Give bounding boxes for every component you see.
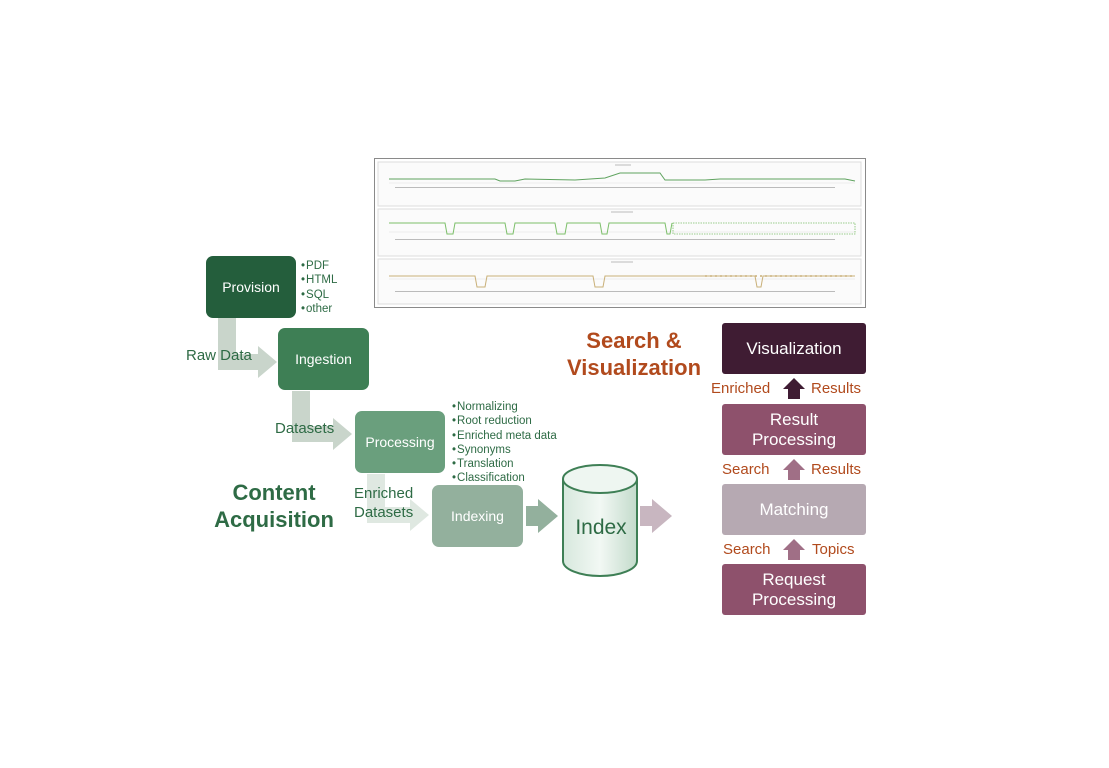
- search-label-mid: Search: [722, 461, 770, 478]
- provision-label: Provision: [222, 278, 280, 295]
- request-processing-box: Request Processing: [722, 564, 866, 615]
- arrow-up-search-topics: [783, 539, 805, 560]
- arrow-datasets: [292, 391, 352, 450]
- format-item: HTML: [301, 273, 337, 287]
- format-item: other: [301, 302, 337, 316]
- arrow-indexing-to-index: [526, 499, 558, 533]
- result-processing-line-2: Processing: [751, 429, 837, 449]
- processing-step: Normalizing: [452, 400, 557, 414]
- enriched-datasets-label: Enriched Datasets: [354, 484, 413, 522]
- visualization-label: Visualization: [746, 338, 842, 358]
- indexing-label: Indexing: [451, 507, 504, 524]
- format-list: PDF HTML SQL other: [301, 259, 337, 316]
- result-processing-box: Result Processing: [722, 404, 866, 455]
- result-processing-line-1: Result: [769, 409, 819, 429]
- datasets-label: Datasets: [275, 420, 335, 437]
- raw-data-label: Raw Data: [186, 347, 252, 364]
- timeseries-screenshot: [374, 158, 866, 308]
- ingestion-box: Ingestion: [278, 328, 369, 390]
- matching-box: Matching: [722, 484, 866, 535]
- enriched-datasets-line-1: Enriched: [354, 485, 414, 502]
- matching-label: Matching: [759, 499, 829, 519]
- search-visualization-line-2: Visualization: [566, 355, 702, 380]
- enriched-label: Enriched: [711, 380, 771, 397]
- results-label-top: Results: [811, 380, 862, 397]
- arrow-up-search-results: [783, 459, 805, 480]
- processing-step: Translation: [452, 457, 557, 471]
- ingestion-label: Ingestion: [295, 350, 352, 367]
- visualization-box: Visualization: [722, 323, 866, 374]
- format-item: SQL: [301, 288, 337, 302]
- processing-box: Processing: [355, 411, 445, 473]
- processing-step: Enriched meta data: [452, 429, 557, 443]
- request-processing-line-2: Processing: [751, 589, 837, 609]
- content-acquisition-line-2: Acquisition: [214, 507, 334, 532]
- topics-label: Topics: [812, 541, 855, 558]
- arrow-index-to-search: [640, 499, 672, 533]
- arrow-raw-data: [218, 318, 277, 378]
- search-label-bottom: Search: [723, 541, 771, 558]
- search-visualization-line-1: Search &: [586, 328, 682, 353]
- content-acquisition-line-1: Content: [232, 480, 316, 505]
- content-acquisition-title: Content Acquisition: [200, 479, 348, 533]
- request-processing-line-1: Request: [762, 569, 826, 589]
- processing-step: Synonyms: [452, 443, 557, 457]
- index-cylinder: [562, 464, 638, 577]
- timeseries-thumbnail: [377, 161, 862, 305]
- arrow-enriched-datasets: [367, 474, 429, 531]
- enriched-datasets-line-2: Datasets: [354, 504, 414, 521]
- results-label-mid: Results: [811, 461, 862, 478]
- index-label: Index: [575, 516, 627, 539]
- provision-box: Provision: [206, 256, 296, 318]
- processing-step: Root reduction: [452, 414, 557, 428]
- search-visualization-title: Search & Visualization: [554, 327, 714, 381]
- processing-step: Classification: [452, 471, 557, 485]
- processing-steps-list: Normalizing Root reduction Enriched meta…: [452, 400, 557, 486]
- processing-label: Processing: [365, 433, 435, 450]
- indexing-box: Indexing: [432, 485, 523, 547]
- format-item: PDF: [301, 259, 337, 273]
- arrow-up-enriched-results: [783, 378, 805, 399]
